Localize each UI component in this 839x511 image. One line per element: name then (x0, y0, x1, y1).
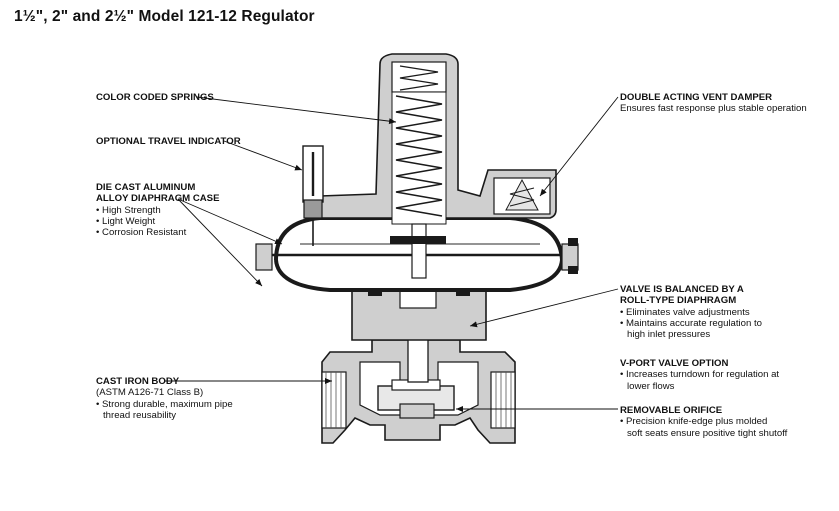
leader-indicator (223, 140, 303, 171)
callout-vent-line2: Ensures fast response plus stable operat… (620, 103, 807, 115)
vent-damper (493, 177, 551, 215)
callout-indicator-heading: OPTIONAL TRAVEL INDICATOR (96, 136, 241, 147)
leader-valve (469, 288, 619, 328)
push-rod (390, 223, 446, 279)
page-title: 1½", 2" and 2½" Model 121-12 Regulator (14, 8, 315, 25)
callout-orifice-line2: • Precision knife-edge plus molded (620, 416, 768, 428)
leader-lines (165, 96, 619, 412)
callout-orifice-heading: REMOVABLE ORIFICE (620, 405, 723, 416)
callout-case-bullet-3: • Corrosion Resistant (96, 227, 187, 239)
callout-body-heading: CAST IRON BODY (96, 376, 180, 387)
callout-case-heading1: DIE CAST ALUMINUM (96, 182, 196, 193)
callout-vport: V-PORT VALVE OPTION • Increases turndown… (620, 358, 779, 392)
removable-orifice (377, 379, 455, 419)
callout-diaphragm-case: DIE CAST ALUMINUM ALLOY DIAPHRAGM CASE •… (96, 182, 219, 238)
callout-orifice-line3: soft seats ensure positive tight shutoff (627, 427, 788, 439)
callout-case-bullet-2: • Light Weight (96, 215, 156, 227)
callout-vport-line2: • Increases turndown for regulation at (620, 369, 780, 381)
callout-body-line4: thread reusability (103, 409, 177, 421)
leader-vent (539, 96, 619, 197)
callout-valve-heading2: ROLL-TYPE DIAPHRAGM (620, 295, 737, 307)
callout-valve-line4: • Maintains accurate regulation to (620, 317, 763, 329)
callout-valve-heading1: VALVE IS BALANCED BY A (620, 284, 744, 295)
callout-springs-heading: COLOR CODED SPRINGS (96, 92, 214, 103)
callout-vport-heading: V-PORT VALVE OPTION (620, 358, 729, 369)
callout-vport-line3: lower flows (627, 380, 675, 392)
color-coded-spring (395, 65, 443, 217)
callout-valve-line5: high inlet pressures (627, 329, 711, 341)
callout-case-heading2: ALLOY DIAPHRAGM CASE (96, 193, 220, 205)
callout-vent-heading: DOUBLE ACTING VENT DAMPER (620, 92, 773, 103)
leader-case-a (177, 198, 283, 245)
callout-travel-indicator: OPTIONAL TRAVEL INDICATOR (96, 136, 241, 147)
callout-body-line2: (ASTM A126-71 Class B) (96, 387, 204, 399)
callout-valve-balanced: VALVE IS BALANCED BY A ROLL-TYPE DIAPHRA… (620, 284, 762, 340)
callout-springs: COLOR CODED SPRINGS (96, 92, 214, 103)
callout-vent-damper: DOUBLE ACTING VENT DAMPER Ensures fast r… (620, 92, 807, 115)
callout-body-line3: • Strong durable, maximum pipe (96, 398, 233, 410)
travel-indicator (302, 145, 324, 246)
callout-valve-line3: • Eliminates valve adjustments (620, 306, 750, 318)
callout-case-bullet-1: • High Strength (96, 204, 161, 216)
callout-cast-iron-body: CAST IRON BODY (ASTM A126-71 Class B) • … (96, 376, 233, 421)
callout-removable-orifice: REMOVABLE ORIFICE • Precision knife-edge… (620, 405, 787, 439)
leader-springs (196, 96, 397, 125)
leader-case-b (177, 198, 263, 287)
